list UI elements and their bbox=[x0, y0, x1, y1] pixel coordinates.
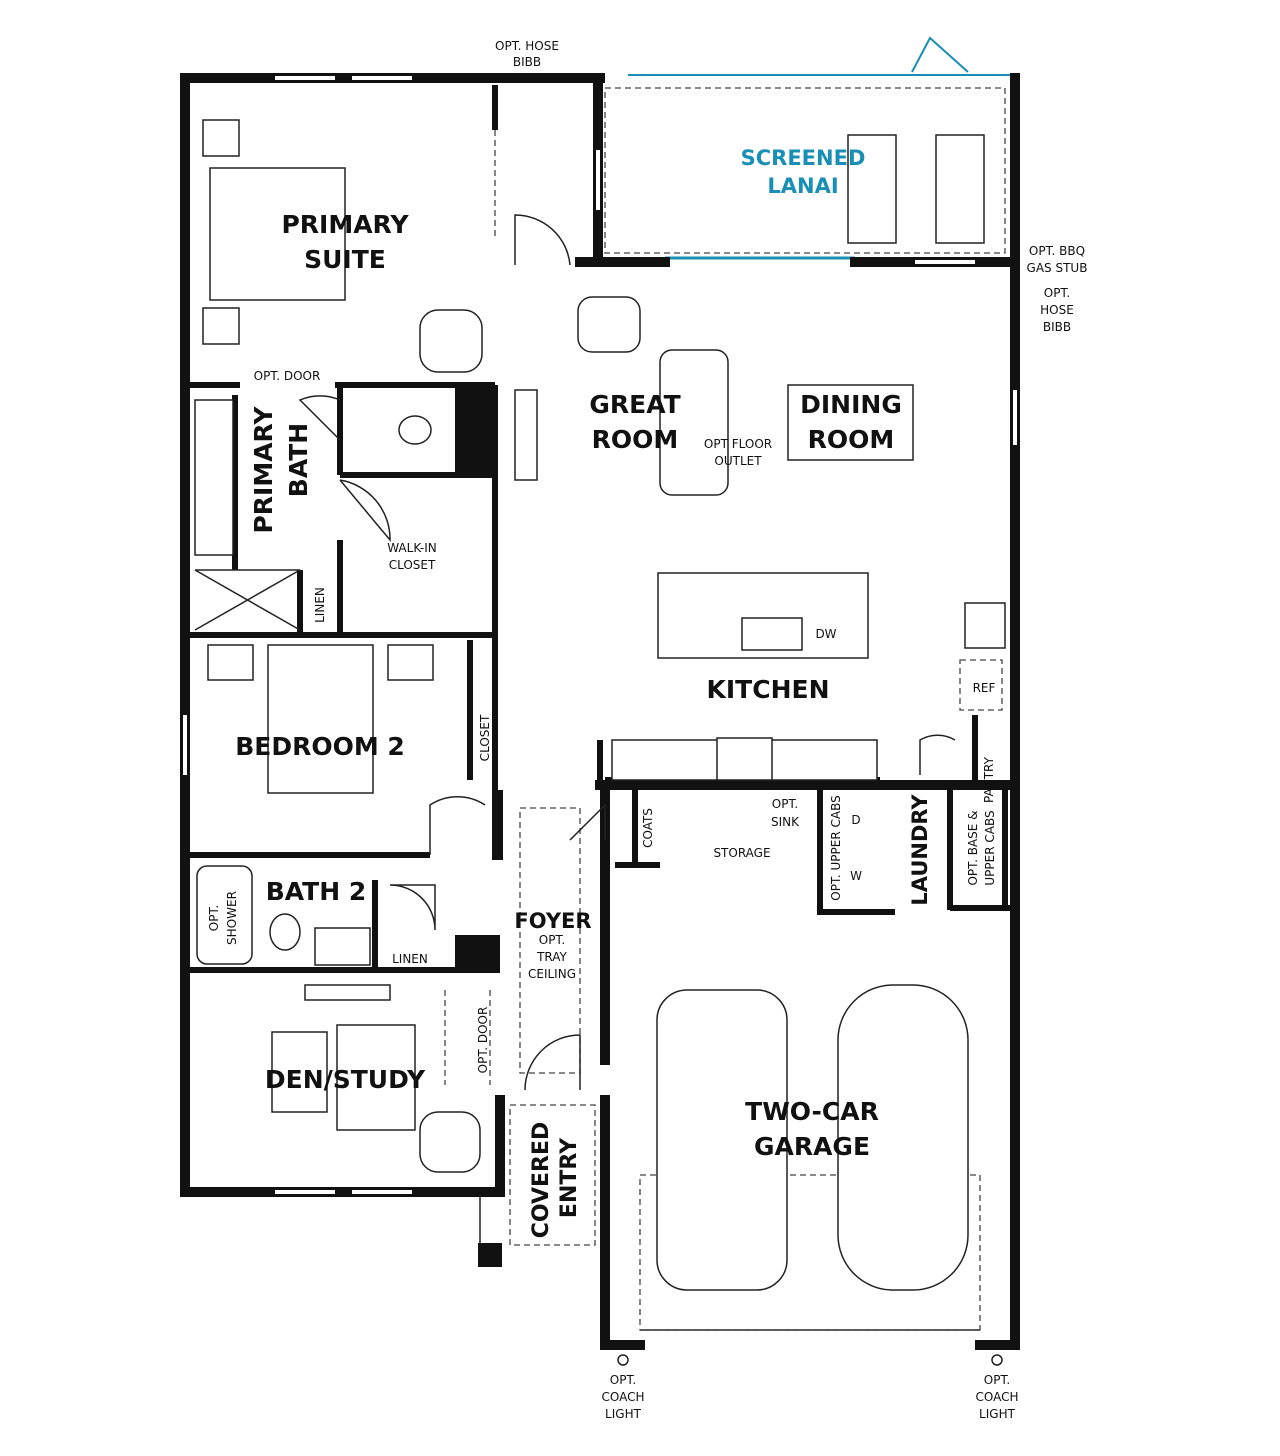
hose-bibb-label: BIBB bbox=[1043, 320, 1071, 334]
coach-light-label: OPT. bbox=[610, 1373, 636, 1387]
car bbox=[656, 989, 788, 1291]
desk bbox=[271, 1031, 328, 1113]
opt-shower-label: OPT. bbox=[207, 905, 221, 931]
base-upper-cabs-label: UPPER CABS bbox=[983, 810, 997, 885]
den-study-label: DEN/STUDY bbox=[265, 1065, 426, 1094]
bed bbox=[209, 167, 346, 301]
closet-label: CLOSET bbox=[478, 714, 492, 761]
bedroom-2-label: BEDROOM 2 bbox=[235, 732, 405, 761]
hose-bibb-label: BIBB bbox=[513, 55, 541, 69]
doors bbox=[298, 214, 956, 1091]
dining-room-label: ROOM bbox=[808, 425, 895, 454]
bed bbox=[267, 644, 374, 794]
primary-suite-label: PRIMARY bbox=[281, 210, 409, 239]
storage-label: STORAGE bbox=[713, 846, 770, 860]
tray-ceiling-label: TRAY bbox=[536, 950, 567, 964]
linen-label: LINEN bbox=[313, 587, 327, 623]
opt-sink-label: SINK bbox=[771, 815, 800, 829]
garage-label: GARAGE bbox=[754, 1132, 870, 1161]
lounge-chair bbox=[847, 134, 897, 244]
floor-outlet-label: OUTLET bbox=[714, 454, 762, 468]
lounge-chair bbox=[935, 134, 985, 244]
floor-outlet-label: OPT FLOOR bbox=[704, 437, 772, 451]
coach-light-label: LIGHT bbox=[605, 1407, 642, 1421]
armchair bbox=[419, 1111, 481, 1173]
opt-sink-label: OPT. bbox=[772, 797, 798, 811]
linen-label: LINEN bbox=[392, 952, 428, 966]
toilet bbox=[398, 415, 432, 445]
covered-entry-label: COVERED bbox=[529, 1122, 554, 1239]
opt-door-label: OPT. DOOR bbox=[254, 369, 321, 383]
vanity bbox=[194, 399, 234, 556]
dining-room-label: DINING bbox=[800, 390, 902, 419]
armchair bbox=[419, 309, 483, 373]
walls bbox=[180, 73, 1020, 1350]
coach-light-label: OPT. bbox=[984, 1373, 1010, 1387]
primary-bath-label: PRIMARY bbox=[249, 406, 278, 534]
sofa bbox=[659, 349, 729, 496]
laundry-label: LAUNDRY bbox=[908, 794, 932, 906]
covered-entry-label: ENTRY bbox=[557, 1137, 582, 1218]
toilet bbox=[269, 913, 301, 951]
nightstand bbox=[202, 119, 240, 157]
hose-bibb-label: HOSE bbox=[1040, 303, 1074, 317]
desk bbox=[336, 1024, 416, 1131]
room-labels: OPT. HOSE BIBB SCREENED LANAI OPT. BBQ G… bbox=[207, 39, 1087, 1421]
sink bbox=[741, 617, 803, 651]
garage-label: TWO-CAR bbox=[745, 1097, 879, 1126]
vanity bbox=[314, 927, 371, 966]
coach-light-label: COACH bbox=[601, 1390, 644, 1404]
bathtub bbox=[196, 865, 253, 965]
refrigerator-label: REF bbox=[973, 681, 996, 695]
kitchen-label: KITCHEN bbox=[707, 675, 830, 704]
base-upper-cabs-label: OPT. BASE & bbox=[966, 810, 980, 885]
upper-cabs-label: OPT. UPPER CABS bbox=[829, 795, 843, 900]
hose-bibb-label: OPT. bbox=[1044, 286, 1070, 300]
walk-in-closet-label: CLOSET bbox=[389, 558, 436, 572]
primary-suite-label: SUITE bbox=[304, 245, 386, 274]
interior-walls bbox=[190, 85, 1010, 1331]
furniture bbox=[194, 119, 1006, 1291]
hose-bibb-label: OPT. HOSE bbox=[495, 39, 559, 53]
coach-light-label: LIGHT bbox=[979, 1407, 1016, 1421]
coach-light-icon bbox=[617, 1354, 629, 1366]
bbq-label: GAS STUB bbox=[1027, 261, 1088, 275]
bbq-label: OPT. BBQ bbox=[1029, 244, 1085, 258]
coach-light-icon bbox=[991, 1354, 1003, 1366]
primary-bath-label: BATH bbox=[284, 423, 313, 497]
armchair bbox=[577, 296, 641, 353]
coats-label: COATS bbox=[641, 808, 655, 848]
bath-2-label: BATH 2 bbox=[266, 877, 367, 906]
great-room-label: ROOM bbox=[592, 425, 679, 454]
screened-lanai-label: LANAI bbox=[767, 174, 838, 198]
washer-label: W bbox=[850, 869, 862, 883]
pantry-label: PANTRY bbox=[982, 756, 996, 803]
dishwasher-label: DW bbox=[815, 627, 836, 641]
nightstand bbox=[202, 307, 240, 345]
dining-table bbox=[787, 384, 914, 461]
coach-light-label: COACH bbox=[975, 1390, 1018, 1404]
tv-console bbox=[514, 389, 538, 481]
car bbox=[837, 984, 969, 1291]
cooktop bbox=[716, 737, 773, 781]
dryer-label: D bbox=[851, 813, 860, 827]
screened-lanai-label: SCREENED bbox=[741, 146, 866, 170]
great-room-label: GREAT bbox=[589, 390, 680, 419]
opt-door-label: OPT. DOOR bbox=[476, 1007, 490, 1074]
opt-shower-label: SHOWER bbox=[225, 891, 239, 945]
foyer-label: FOYER bbox=[514, 909, 591, 933]
tray-ceiling-label: CEILING bbox=[528, 967, 576, 981]
walk-in-closet-label: WALK-IN bbox=[387, 541, 437, 555]
counter bbox=[964, 602, 1006, 649]
screened-lanai-area bbox=[604, 36, 1019, 260]
tray-ceiling-label: OPT. bbox=[539, 933, 565, 947]
